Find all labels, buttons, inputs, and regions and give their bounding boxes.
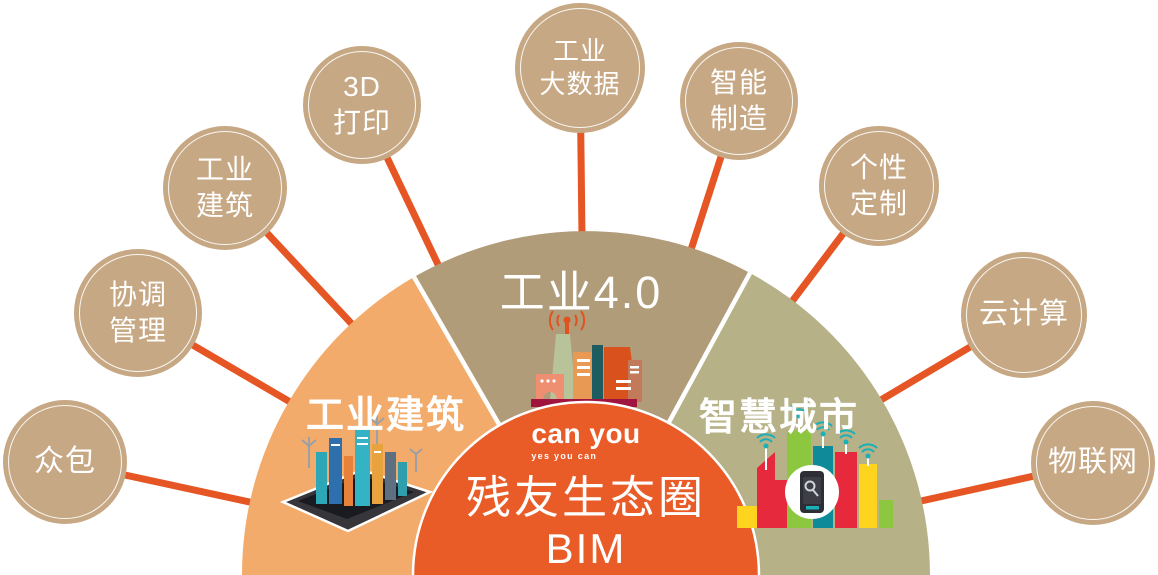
window-stripe <box>577 366 590 369</box>
node-label: 众包 <box>34 444 96 478</box>
node-label: 工业 大数据 <box>539 35 621 99</box>
window-stripe <box>616 380 631 383</box>
node-3d-printing: 3D 打印 <box>303 46 421 164</box>
city-building <box>329 438 342 504</box>
node-label: 工业 建筑 <box>195 154 254 221</box>
factory-building <box>573 352 595 402</box>
tablet-city-icon <box>279 415 434 533</box>
city-building <box>355 430 370 506</box>
city-building <box>372 444 383 504</box>
hub-outline <box>411 400 761 575</box>
hub-text-block: can you yes you can 残友生态圈 BIM <box>416 420 756 572</box>
wifi-icons <box>756 403 878 459</box>
node-label: 云计算 <box>978 298 1069 331</box>
node-crowdsourcing: 众包 <box>3 400 127 524</box>
node-label: 3D 打印 <box>332 71 391 138</box>
window-dot <box>540 379 544 383</box>
node-internet-of-things: 物联网 <box>1031 401 1155 525</box>
hub-subtitle: BIM <box>545 524 627 572</box>
canyou-logo-wordmark: can you <box>531 418 641 449</box>
window-stripe <box>374 451 381 453</box>
city-block <box>879 500 893 528</box>
city-building <box>344 456 353 506</box>
city-building <box>316 452 327 504</box>
node-industrial-building: 工业 建筑 <box>163 126 287 250</box>
city-block <box>859 464 877 528</box>
node-coordination-management: 协调 管理 <box>74 249 202 377</box>
canyou-logo-tagline: yes you can <box>531 451 598 461</box>
node-label: 个性 定制 <box>849 152 908 219</box>
window-dot <box>552 379 556 383</box>
window-stripe <box>357 437 368 439</box>
magnifier-handle <box>812 489 819 497</box>
node-label: 协调 管理 <box>108 279 167 346</box>
city-block <box>775 480 787 528</box>
hub-semicircle <box>413 402 759 575</box>
sector-label-industry-4-0: 工业4.0 <box>499 267 663 318</box>
smart-city-wifi-icon <box>737 403 893 528</box>
node-cloud-computing: 云计算 <box>961 252 1087 378</box>
node-label: 物联网 <box>1047 446 1138 479</box>
city-block <box>835 452 857 528</box>
smartphone-button <box>806 506 819 510</box>
node-personal-customization: 个性 定制 <box>819 126 939 246</box>
city-block <box>757 452 775 528</box>
sector-label-industrial-architecture: 工业建筑 <box>305 395 466 437</box>
magnifier-icon <box>804 480 816 492</box>
factory-building <box>592 345 603 402</box>
window-stripe <box>630 371 639 374</box>
city-block <box>737 506 759 528</box>
sector-label-smart-city: 智慧城市 <box>698 397 859 439</box>
node-industrial-big-data: 工业 大数据 <box>515 3 645 133</box>
window-stripe <box>577 373 590 376</box>
city-building <box>398 462 407 496</box>
wifi-stems <box>765 418 869 470</box>
node-smart-manufacturing: 智能 制造 <box>680 42 798 160</box>
window-stripe <box>630 366 639 369</box>
factory-building <box>628 360 642 402</box>
window-stripe <box>577 359 590 362</box>
window-stripe <box>616 387 631 390</box>
node-label: 智能 制造 <box>709 67 768 134</box>
window-stripe <box>331 444 340 446</box>
city-building <box>385 452 396 500</box>
hub-title: 残友生态圈 <box>465 472 706 523</box>
canyou-logo: can you yes you can <box>531 418 641 462</box>
window-stripe <box>357 443 368 445</box>
window-dot <box>546 379 550 383</box>
